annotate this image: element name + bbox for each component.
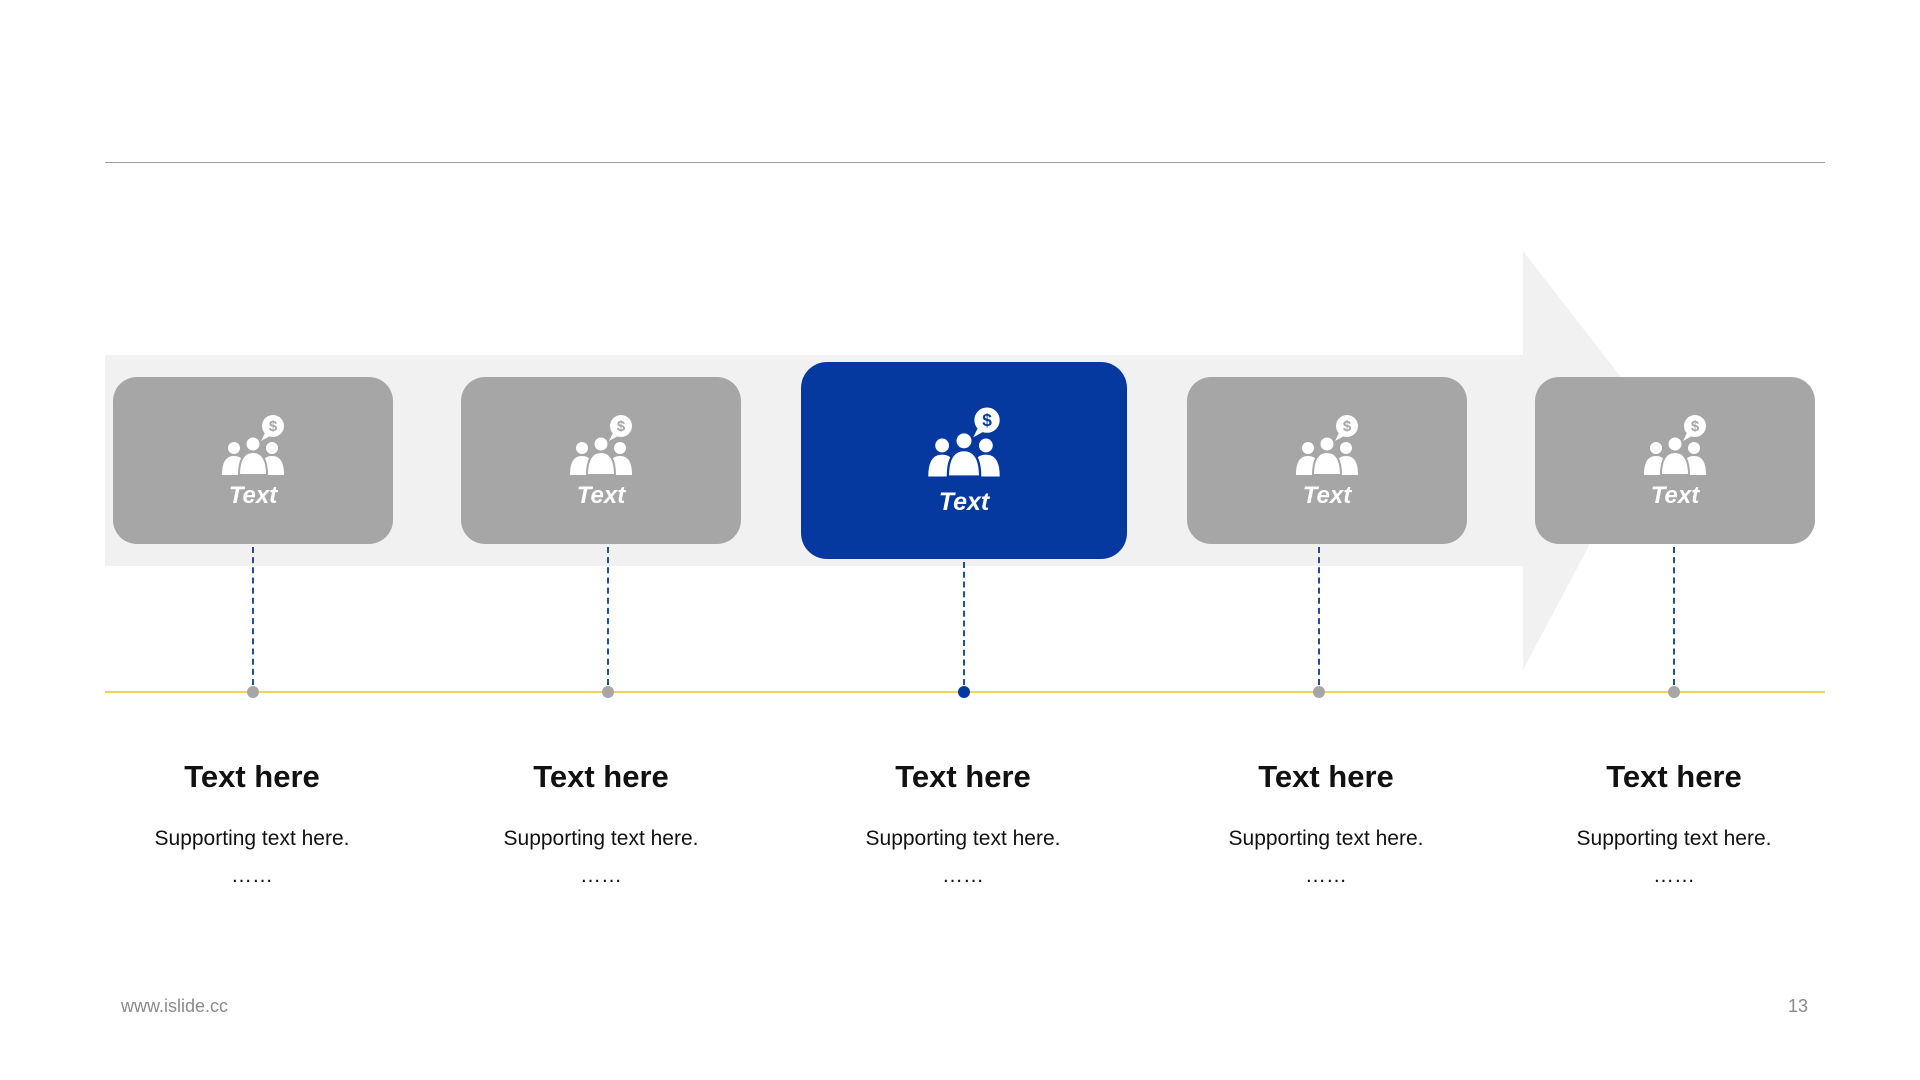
step-label: Text	[938, 488, 990, 516]
step-title: Text here	[533, 759, 669, 794]
step-column-1: Text here Supporting text here. ……	[102, 761, 402, 886]
step-ellipsis: ……	[580, 864, 622, 887]
people-dollar-icon: $	[570, 414, 632, 476]
step-box-2[interactable]: $ Text	[461, 377, 741, 544]
connector-5	[1673, 547, 1675, 685]
step-box-5[interactable]: $ Text	[1535, 377, 1815, 544]
step-supporting-text: Supporting text here.	[865, 827, 1061, 850]
connector-4	[1318, 547, 1320, 685]
connector-1	[252, 547, 254, 685]
svg-text:$: $	[1691, 418, 1700, 435]
step-column-3: Text here Supporting text here. ……	[813, 761, 1113, 886]
people-dollar-icon: $	[1296, 414, 1358, 476]
step-box-1[interactable]: $ Text	[113, 377, 393, 544]
connector-3	[963, 562, 965, 685]
people-dollar-icon: $	[928, 407, 1000, 478]
step-supporting-text: Supporting text here.	[1228, 827, 1424, 850]
timeline-node-3	[958, 686, 970, 698]
step-ellipsis: ……	[942, 864, 984, 887]
step-ellipsis: ……	[1305, 864, 1347, 887]
page-number: 13	[1787, 996, 1808, 1016]
people-dollar-icon: $	[1644, 414, 1706, 476]
footer-url[interactable]: www.islide.cc	[121, 996, 229, 1016]
timeline-node-2	[602, 686, 614, 698]
step-title: Text here	[1606, 759, 1742, 794]
svg-text:$: $	[617, 418, 626, 435]
step-column-2: Text here Supporting text here. ……	[451, 761, 751, 886]
step-title: Text here	[895, 759, 1031, 794]
step-column-4: Text here Supporting text here. ……	[1176, 761, 1476, 886]
step-title: Text here	[184, 759, 320, 794]
connector-2	[607, 547, 609, 685]
step-label: Text	[1302, 481, 1352, 509]
timeline-node-5	[1668, 686, 1680, 698]
timeline-node-4	[1313, 686, 1325, 698]
step-supporting-text: Supporting text here.	[1576, 827, 1772, 850]
step-label: Text	[1650, 481, 1700, 509]
svg-text:$: $	[982, 410, 992, 430]
step-box-4[interactable]: $ Text	[1187, 377, 1467, 544]
step-label: Text	[228, 481, 278, 509]
step-column-5: Text here Supporting text here. ……	[1524, 761, 1824, 886]
step-box-3[interactable]: $ Text	[801, 362, 1127, 559]
step-ellipsis: ……	[231, 864, 273, 887]
timeline-node-1	[247, 686, 259, 698]
people-dollar-icon: $	[222, 414, 284, 476]
top-divider	[105, 162, 1825, 163]
svg-text:$: $	[1343, 418, 1352, 435]
step-supporting-text: Supporting text here.	[503, 827, 699, 850]
step-ellipsis: ……	[1653, 864, 1695, 887]
step-supporting-text: Supporting text here.	[154, 827, 350, 850]
step-label: Text	[576, 481, 626, 509]
step-title: Text here	[1258, 759, 1394, 794]
svg-text:$: $	[269, 418, 278, 435]
